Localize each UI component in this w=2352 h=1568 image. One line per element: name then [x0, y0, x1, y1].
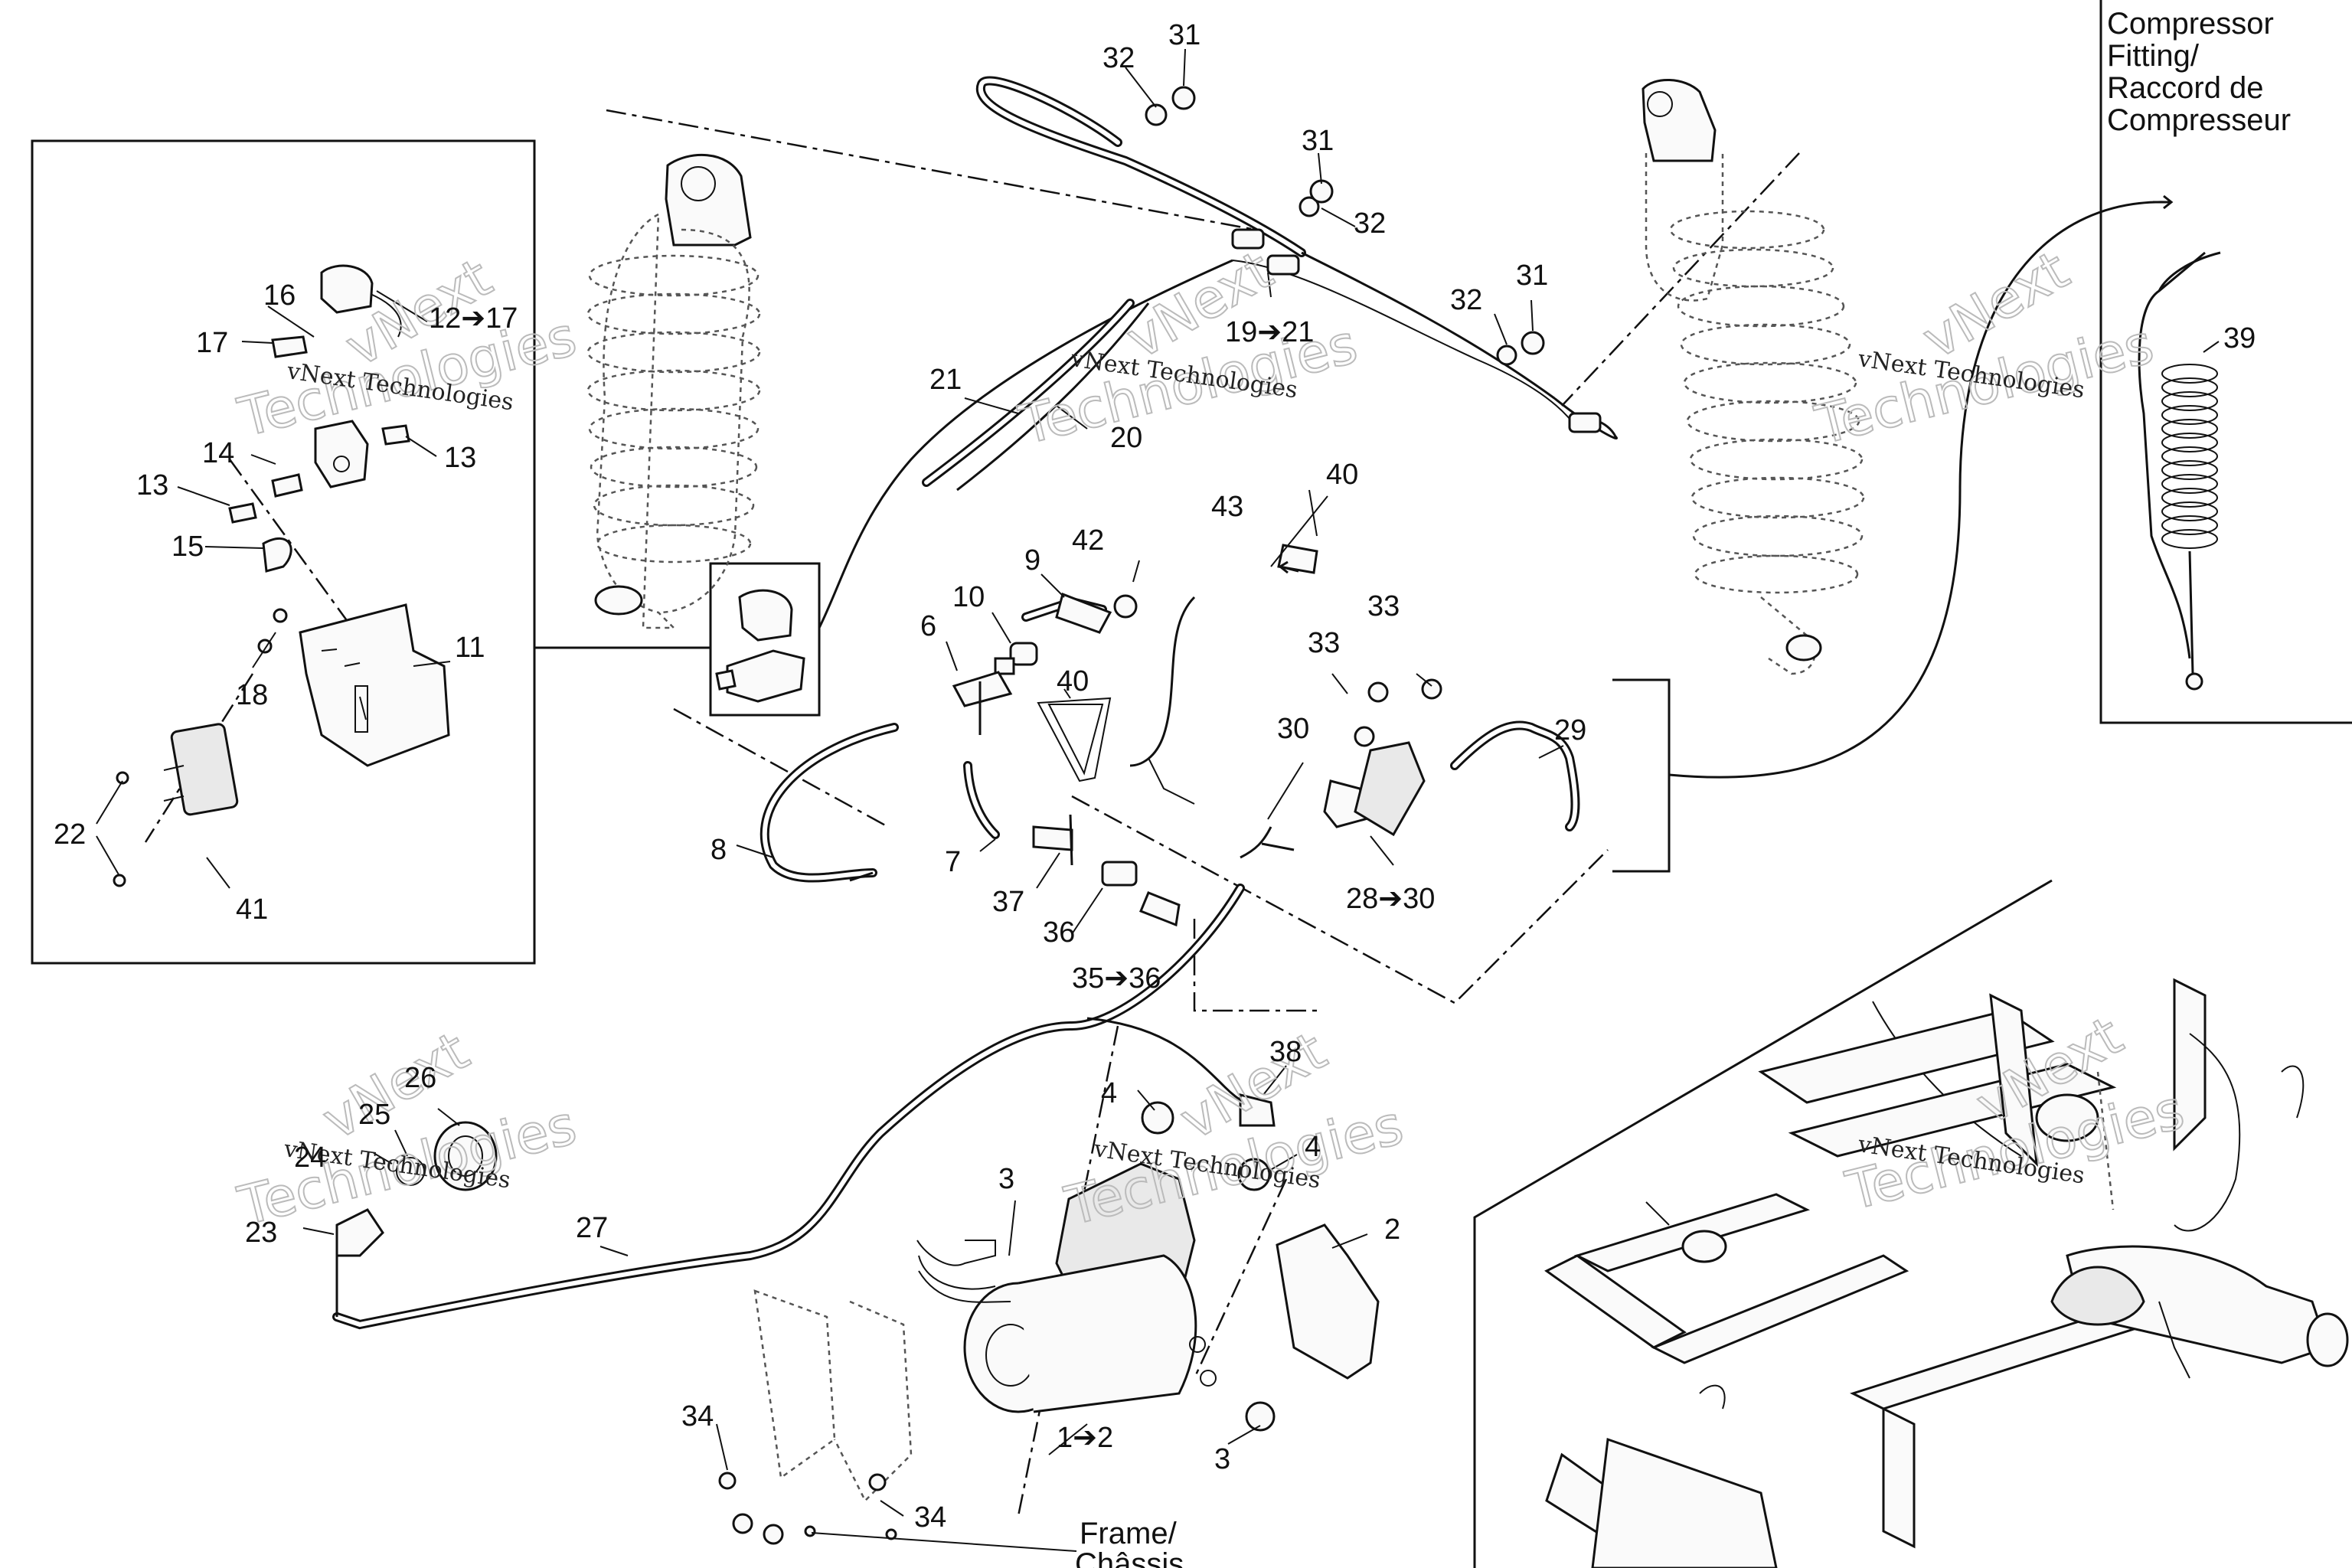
callout-label: 16 — [263, 279, 296, 312]
callout-label: 31 — [1302, 125, 1334, 157]
callout-label: 4 — [1101, 1077, 1117, 1109]
callout-label: 23 — [245, 1217, 277, 1249]
caption-line: Châssis — [1075, 1547, 1184, 1568]
detail-box-left — [31, 139, 536, 965]
arrow-head — [1278, 560, 1299, 574]
caption-line: Frame/ — [1080, 1517, 1178, 1550]
callout-label: 10 — [952, 581, 985, 613]
callout-label: 29 — [1554, 714, 1586, 746]
callout-label: 3 — [998, 1163, 1014, 1195]
bracket-29 — [1612, 678, 1671, 873]
callout-label: 27 — [576, 1212, 608, 1244]
callout-label: 15 — [172, 531, 204, 563]
callout-label: 38 — [1269, 1036, 1302, 1068]
leader-frame-to-shock — [1872, 1001, 2022, 1157]
callout-label: 31 — [1516, 260, 1548, 292]
callout-label: 31 — [1168, 19, 1200, 51]
callout-label: 34 — [914, 1501, 946, 1534]
callout-label: 26 — [404, 1062, 436, 1094]
callout-label: 9 — [1024, 544, 1040, 577]
callout-label: 7 — [945, 846, 961, 878]
dashline-top-right-shock — [1561, 152, 1800, 407]
callout-label: 28➔30 — [1346, 883, 1435, 915]
callout-label: 32 — [1102, 42, 1135, 74]
callout-label: 17 — [196, 327, 228, 359]
callout-label: 14 — [202, 437, 234, 469]
callout-label: 35➔36 — [1072, 962, 1161, 995]
valve-inset-parts — [715, 589, 805, 703]
dashline-bracket-30 — [1071, 795, 1609, 1004]
compressor-assembly — [335, 1093, 1380, 1545]
callout-label: 8 — [710, 834, 727, 866]
small-fittings — [849, 86, 1602, 927]
caption-line: Fitting/ — [2107, 39, 2200, 73]
leader-29-to-fitting — [1668, 201, 2167, 779]
callout-label: 21 — [929, 364, 962, 396]
left-box-parts — [113, 264, 450, 887]
callout-label: 22 — [54, 818, 86, 851]
callout-label: 42 — [1072, 524, 1104, 557]
callout-label: 3 — [1214, 1443, 1230, 1475]
detail-box-compressor-fitting — [2099, 0, 2352, 724]
arrow-head — [2153, 194, 2174, 210]
caption-line: Raccord de — [2107, 71, 2264, 105]
callout-label: 40 — [1326, 459, 1358, 491]
leader-lines — [96, 48, 2220, 1552]
valve-inset-box — [709, 562, 821, 717]
left-shock-absorber — [586, 153, 761, 629]
callout-label: 25 — [358, 1099, 390, 1131]
callout-label: 13 — [444, 442, 476, 474]
callout-label: 34 — [681, 1400, 714, 1432]
callout-label: 24 — [294, 1142, 326, 1174]
callout-label: 33 — [1367, 590, 1400, 622]
caption-line: Compressor — [2107, 7, 2274, 41]
callout-label: 20 — [1110, 422, 1142, 454]
callout-labels: 32 31 31 32 32 31 16 12➔17 17 21 19➔21 2… — [54, 19, 2256, 1534]
caption-line: Compresseur — [2107, 103, 2291, 137]
callout-label: 39 — [2223, 322, 2256, 354]
callout-label: 41 — [236, 893, 268, 926]
callout-label: 11 — [455, 632, 485, 664]
callout-label: 43 — [1211, 491, 1243, 523]
tubing — [332, 76, 2221, 1330]
callout-label: 1➔2 — [1057, 1422, 1113, 1454]
callout-label: 12➔17 — [429, 302, 518, 335]
frame-box-outline — [1473, 879, 2053, 1568]
callout-label: 2 — [1384, 1214, 1400, 1246]
callout-label: 36 — [1043, 916, 1075, 949]
callout-label: 30 — [1277, 713, 1309, 745]
callout-label: 13 — [136, 469, 168, 501]
callout-label: 33 — [1308, 627, 1340, 659]
callout-label: 19➔21 — [1225, 316, 1314, 348]
callout-label: 37 — [992, 886, 1024, 918]
compressor-fitting-caption: Compressor Fitting/ Raccord de Compresse… — [2107, 7, 2291, 137]
callout-label: 18 — [236, 679, 268, 711]
callout-label: 6 — [920, 610, 936, 642]
vehicle-frame — [1544, 978, 2349, 1568]
dashline-left-box-mid — [228, 459, 354, 629]
dashline-valve-to-8 — [673, 707, 889, 828]
dashline-compressor-right — [1193, 1178, 1288, 1379]
right-shock-absorber — [1642, 79, 1865, 675]
callout-label: 4 — [1305, 1131, 1321, 1163]
callout-label: 40 — [1057, 665, 1089, 697]
frame-caption: Frame/ Châssis — [1075, 1517, 1184, 1568]
callout-label: 32 — [1354, 207, 1386, 240]
watermark-group: Technologies Technologies Technologies T… — [231, 237, 2190, 1238]
callout-label: 32 — [1450, 284, 1482, 316]
